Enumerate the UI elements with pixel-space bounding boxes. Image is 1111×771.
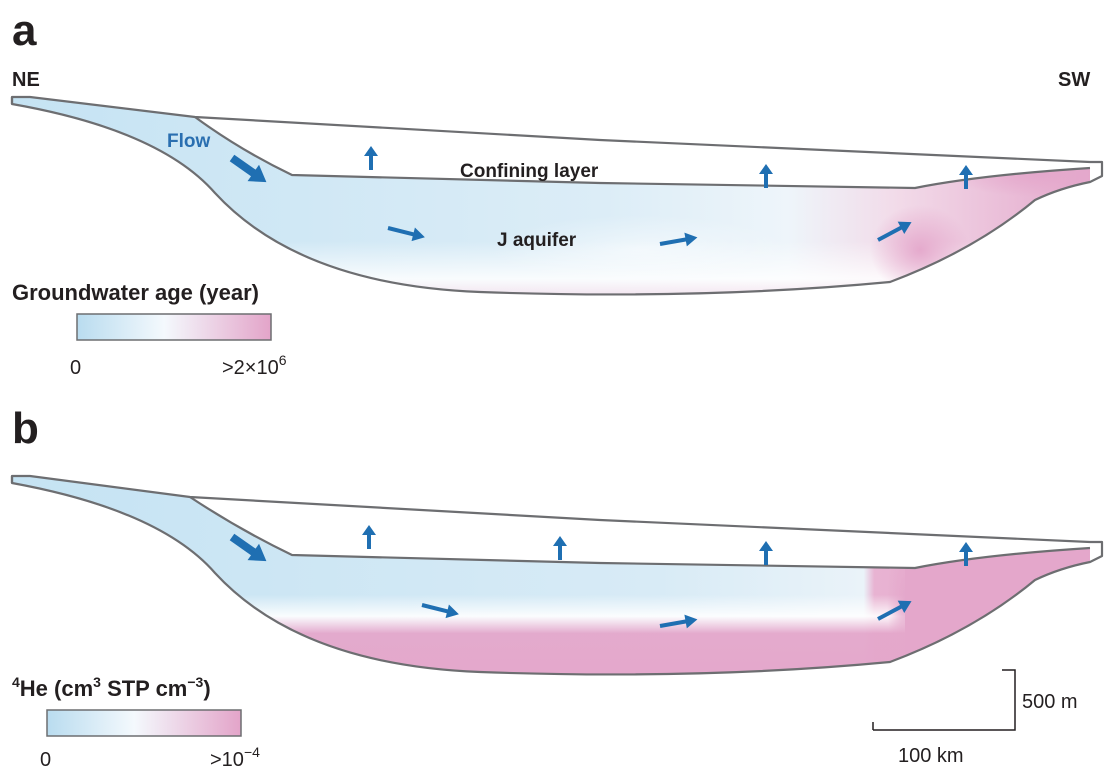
upward-flow-arrow-icon bbox=[759, 164, 773, 188]
panel-a: a NE SW Flow Confin bbox=[10, 6, 1104, 379]
lateral-flow-arrow-icon bbox=[659, 232, 698, 247]
lateral-flow-arrow-icon bbox=[877, 221, 912, 242]
upward-flow-arrow-icon bbox=[959, 165, 973, 189]
legend-title: 4He (cm3 STP cm−3) bbox=[12, 674, 211, 701]
upward-flow-arrow-icon bbox=[364, 146, 378, 170]
basin-b-fill bbox=[12, 476, 1090, 675]
legend-title: Groundwater age (year) bbox=[12, 280, 259, 305]
scale-horizontal-label: 100 km bbox=[898, 745, 964, 767]
recharge-arrow-icon bbox=[229, 154, 267, 183]
scale-bar: 500 m 100 km bbox=[872, 669, 1078, 767]
legend-max-label: >10−4 bbox=[210, 744, 260, 771]
upward-flow-arrow-icon bbox=[553, 536, 567, 560]
basin-a-fill bbox=[12, 97, 1090, 295]
legend-min-label: 0 bbox=[40, 749, 51, 771]
lateral-flow-arrow-icon bbox=[659, 614, 698, 629]
direction-sw-label: SW bbox=[1058, 69, 1090, 91]
lateral-flow-arrow-icon bbox=[877, 600, 912, 621]
recharge-arrow-icon bbox=[229, 533, 267, 562]
flow-arrows-a bbox=[229, 146, 973, 247]
lateral-flow-arrow-icon bbox=[387, 226, 425, 242]
color-scale-bar bbox=[46, 709, 242, 737]
panel-b: b bbox=[10, 404, 1104, 771]
legend-max-label: >2×106 bbox=[222, 352, 287, 379]
upward-flow-arrow-icon bbox=[759, 541, 773, 565]
panel-letter-b: b bbox=[12, 404, 39, 453]
panel-letter-a: a bbox=[12, 6, 37, 55]
basin-a-outline bbox=[10, 95, 1104, 296]
upward-flow-arrow-icon bbox=[959, 542, 973, 566]
lateral-flow-arrow-icon bbox=[421, 603, 459, 619]
basin-b-outline bbox=[10, 474, 1104, 676]
scale-vertical-label: 500 m bbox=[1022, 691, 1078, 713]
flow-label: Flow bbox=[167, 131, 210, 152]
legend-groundwater-age: Groundwater age (year) 0 >2×106 bbox=[12, 280, 287, 379]
legend-helium-concentration: 4He (cm3 STP cm−3) 0 >10−4 bbox=[12, 674, 260, 771]
legend-min-label: 0 bbox=[70, 357, 81, 379]
j-aquifer-label: J aquifer bbox=[497, 230, 577, 251]
flow-arrows-b bbox=[229, 525, 973, 629]
direction-ne-label: NE bbox=[12, 69, 40, 91]
color-scale-bar bbox=[76, 313, 272, 341]
scale-bar-lines bbox=[873, 669, 1016, 731]
upward-flow-arrow-icon bbox=[362, 525, 376, 549]
confining-layer-label: Confining layer bbox=[460, 161, 599, 182]
